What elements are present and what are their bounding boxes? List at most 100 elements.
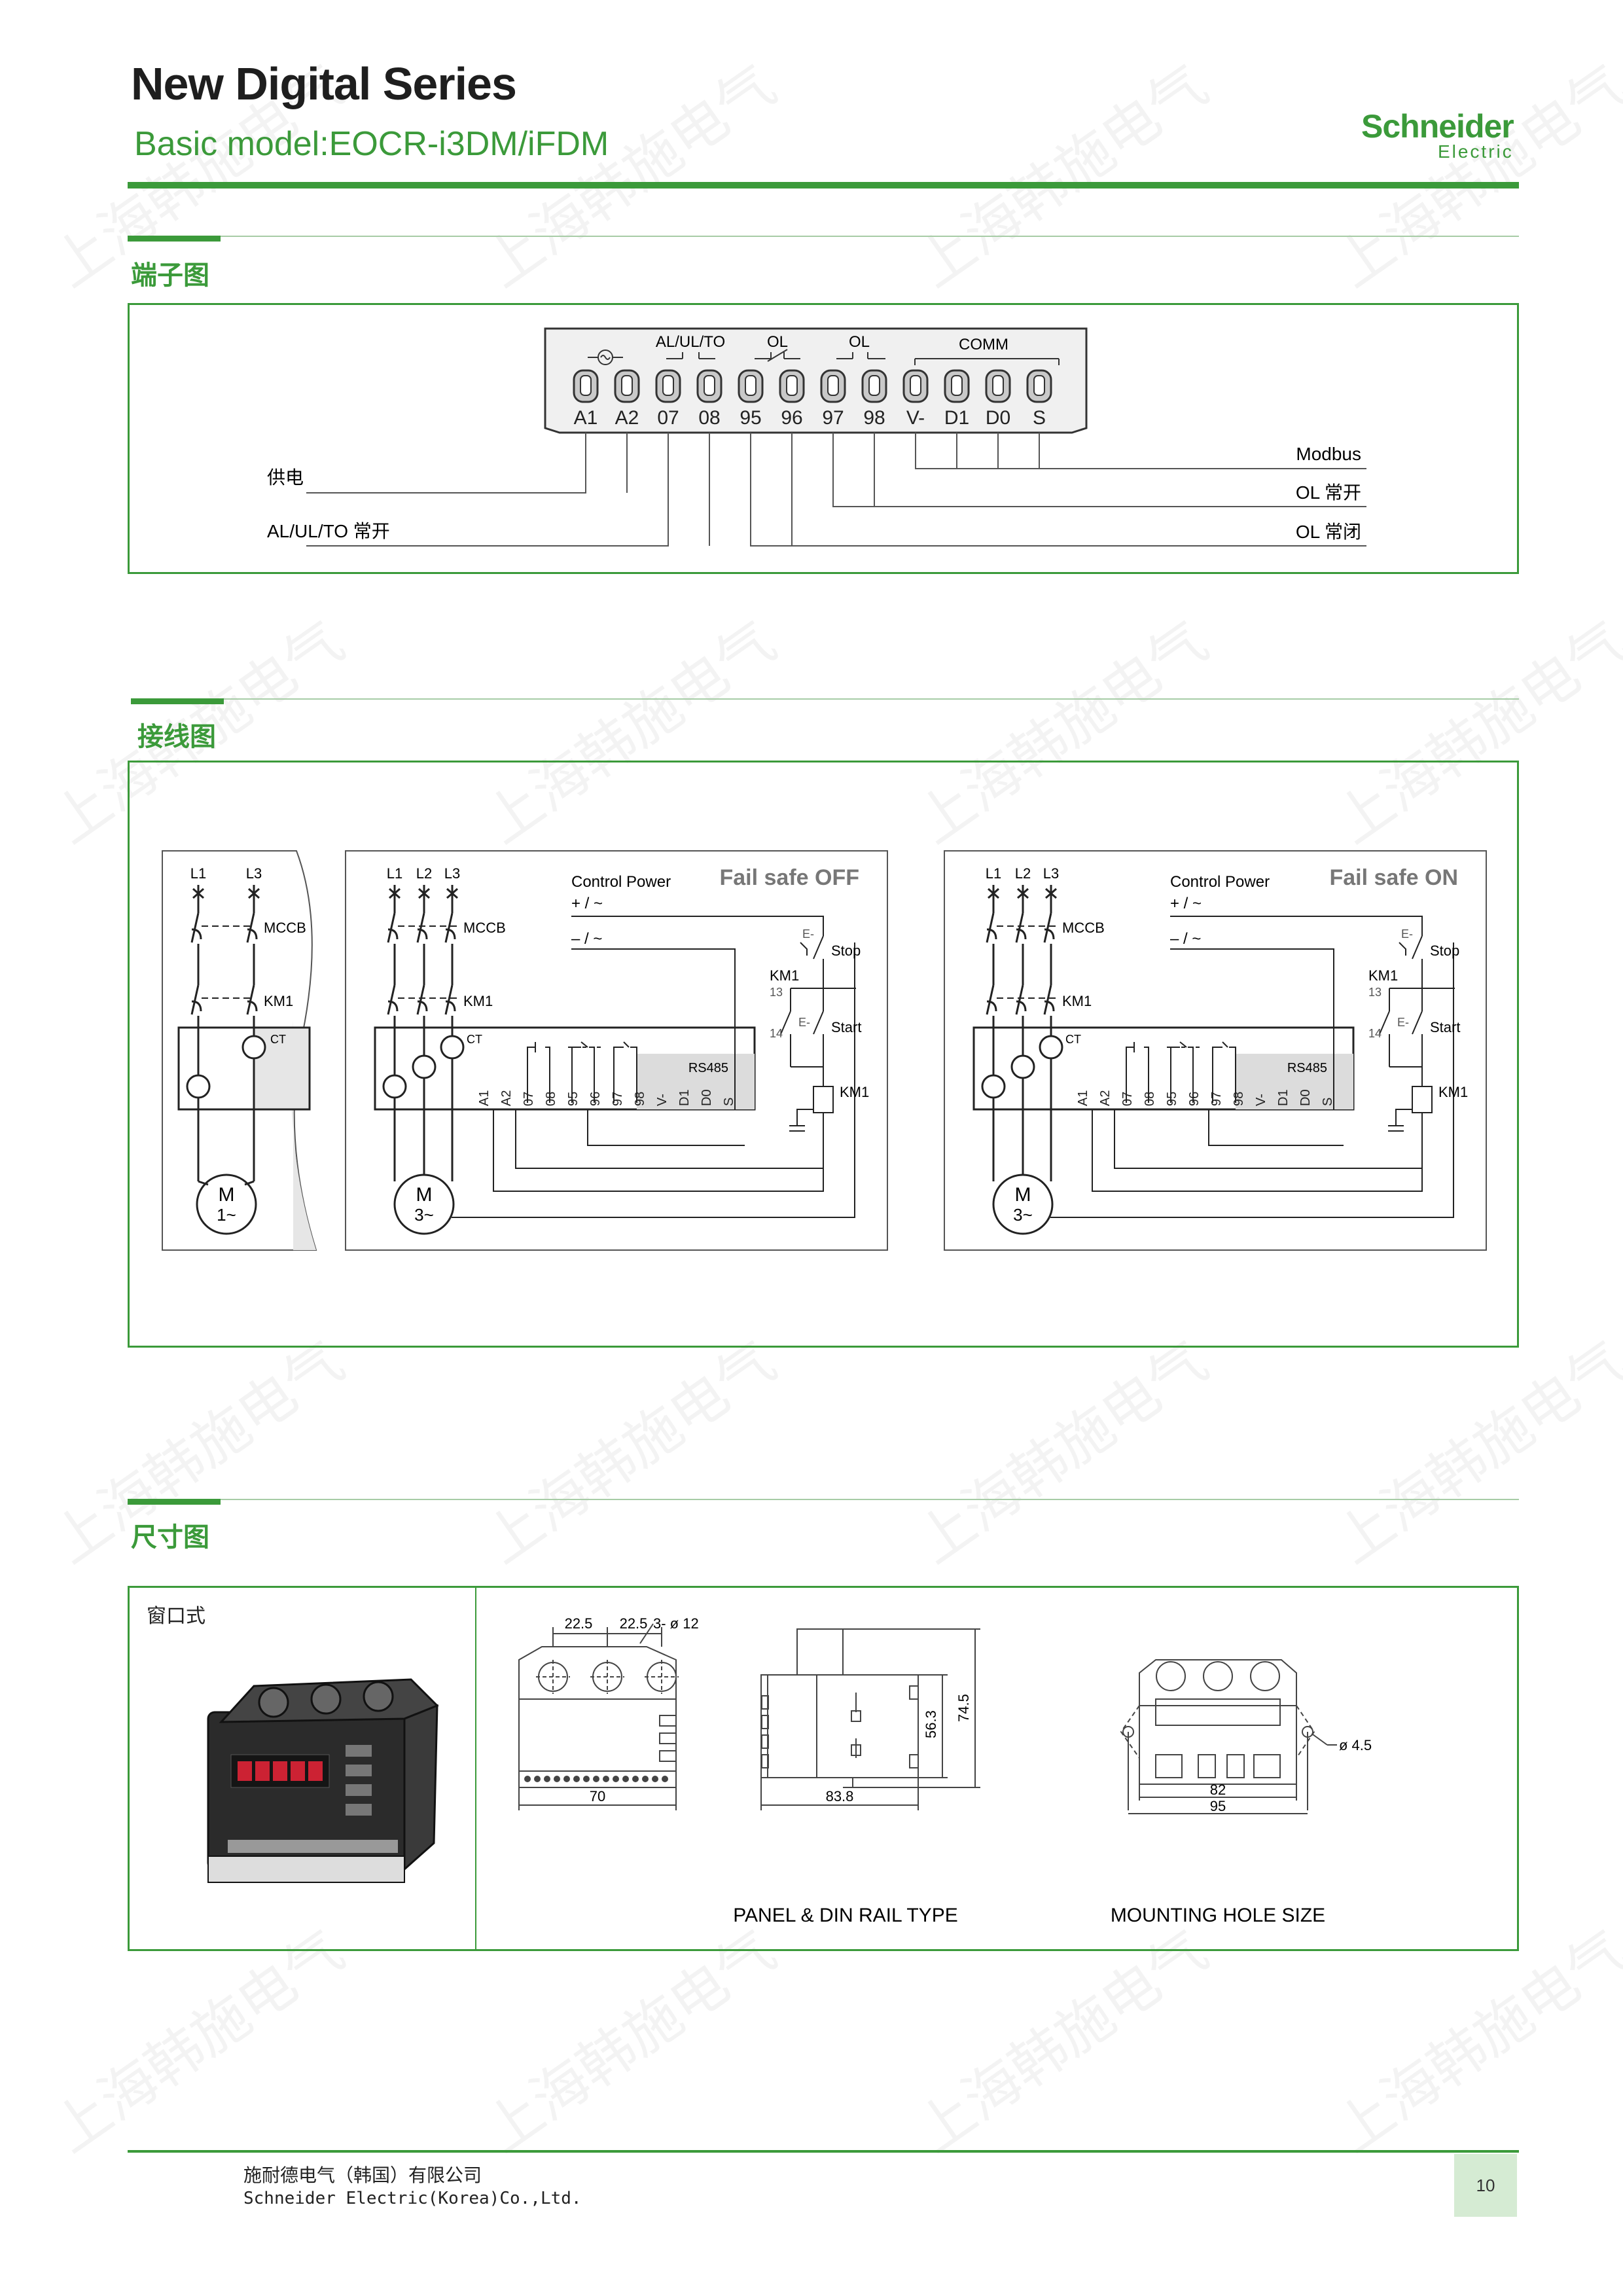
footer-company-cn: 施耐德电气（韩国）有限公司 (243, 2165, 482, 2185)
contactor-label: KM1 (264, 993, 293, 1009)
wiring-fail-safe-on: Fail safe ON Control Power + / ~ – / ~ L… (944, 850, 1487, 1251)
section-divider (128, 236, 1519, 237)
line-label: L3 (1043, 865, 1059, 882)
terminal-label: 98 (863, 407, 885, 429)
brand-logo: Schneider Electric (1361, 110, 1514, 161)
terminal-label: 07 (657, 407, 679, 429)
terminal-label: 08 (1143, 1092, 1157, 1106)
mccb-label: MCCB (463, 920, 506, 936)
terminal-label: S (722, 1098, 736, 1106)
terminal-label: 98 (633, 1092, 647, 1106)
motor-icon (196, 1174, 257, 1235)
terminal-label: 08 (544, 1092, 558, 1106)
dim-95: 95 (1210, 1798, 1226, 1814)
terminal-label: D0 (986, 407, 1010, 429)
terminal-label: 07 (522, 1092, 536, 1106)
group-label-alarm: AL/UL/TO (656, 333, 725, 351)
page-number: 10 (1454, 2154, 1517, 2217)
label-alarm-no: AL/UL/TO 常开 (267, 521, 390, 541)
watermark: 上海韩施电气 (1323, 52, 1623, 300)
terminal-label: A1 (477, 1090, 491, 1106)
terminal-label: 08 (698, 407, 720, 429)
dim-56-3: 56.3 (923, 1710, 939, 1738)
terminal-label: A2 (615, 407, 639, 429)
terminal-label: 97 (1209, 1092, 1224, 1106)
watermark: 上海韩施电气 (1323, 1329, 1623, 1577)
svg-text:E-: E- (1397, 1016, 1409, 1029)
caption-mounting: MOUNTING HOLE SIZE (1111, 1905, 1325, 1926)
product-photo (207, 1678, 439, 1883)
ct-label: CT (467, 1033, 482, 1046)
brand-tagline: Electric (1437, 141, 1514, 162)
stop-label: Stop (1430, 942, 1459, 959)
terminal-label: 95 (1165, 1092, 1179, 1106)
section-divider (131, 698, 1519, 700)
group-label-ol2: OL (849, 333, 870, 351)
rs485-label: RS485 (1287, 1061, 1327, 1075)
mccb-label: MCCB (1062, 920, 1105, 936)
line-label: L3 (444, 865, 460, 882)
svg-text:E-: E- (798, 1016, 810, 1029)
terminal-label: D0 (700, 1089, 714, 1106)
terminal-label: A1 (1076, 1090, 1090, 1106)
control-power-plus: + / ~ (571, 895, 603, 912)
relay-terminal-numbers: A1 A2 07 08 95 96 97 98 V- D1 D0 S (1076, 1089, 1335, 1106)
ct-label: CT (270, 1033, 286, 1046)
km1-coil-label: KM1 (840, 1084, 869, 1100)
terminal-diagram-panel: AL/UL/TO OL OL COMM (128, 303, 1519, 574)
label-modbus: Modbus (1296, 444, 1361, 464)
terminal-label: V- (906, 407, 925, 429)
mccb-label: MCCB (264, 920, 306, 936)
terminal-label: V- (655, 1094, 669, 1106)
group-label-ol1: OL (767, 333, 788, 351)
contactor-label: KM1 (463, 993, 493, 1009)
label-ol-no: OL 常开 (1296, 482, 1361, 503)
line-label: L1 (986, 865, 1001, 882)
terminal-label: A2 (499, 1090, 514, 1106)
wiring-single-phase: L1 L3 MCCB KM1 CT M 1~ (162, 850, 317, 1251)
terminal-label: 96 (781, 407, 802, 429)
footer-company-en: Schneider Electric(Korea)Co.,Ltd. (243, 2189, 582, 2208)
terminal-label: S (1321, 1098, 1335, 1106)
mounting-view (1120, 1659, 1337, 1814)
terminal-row (524, 1776, 668, 1782)
section-accent (128, 1499, 221, 1505)
ct-label: CT (1065, 1033, 1081, 1046)
terminal-label: S (1033, 407, 1046, 429)
control-power-label: Control Power (571, 873, 671, 891)
page-title: New Digital Series (131, 58, 517, 109)
label-power: 供电 (267, 467, 304, 488)
dim-22-5-a: 22.5 (565, 1615, 593, 1632)
motor-phase: 3~ (414, 1205, 434, 1225)
wiring-fail-safe-off: Fail safe OFF Control Power + / ~ – / ~ … (345, 850, 888, 1251)
terminal-label: 07 (1120, 1092, 1135, 1106)
dim-holes: 3- ø 12 (653, 1615, 699, 1632)
section-title-wiring: 接线图 (137, 723, 216, 751)
line-label: L1 (190, 865, 206, 882)
km1-coil-label: KM1 (1438, 1084, 1468, 1100)
terminal-label: A2 (1098, 1090, 1113, 1106)
section-title-dimensions: 尺寸图 (131, 1523, 209, 1552)
wiring-title: Fail safe ON (1329, 865, 1458, 890)
control-power-plus: + / ~ (1170, 895, 1202, 912)
svg-text:E-: E- (1401, 927, 1413, 941)
km1-aux-label: KM1 (770, 967, 799, 984)
motor-icon (393, 1174, 455, 1235)
terminal-label: 95 (740, 407, 761, 429)
contact-14: 14 (1368, 1027, 1382, 1040)
motor-label: M (219, 1184, 235, 1206)
caption-panel-type: PANEL & DIN RAIL TYPE (733, 1905, 957, 1926)
watermark: 上海韩施电气 (904, 52, 1219, 300)
terminal-label: A1 (574, 407, 598, 429)
contact-13: 13 (1368, 986, 1382, 999)
wiring-diagram-panel: L1 L3 MCCB KM1 CT M 1~ (128, 761, 1519, 1348)
terminal-label: D1 (1276, 1089, 1291, 1106)
side-view (760, 1628, 980, 1810)
line-label: L2 (416, 865, 432, 882)
dim-hole-diameter: ø 4.5 (1339, 1737, 1372, 1753)
dim-70: 70 (590, 1788, 605, 1804)
dim-22-5-b: 22.5 (620, 1615, 648, 1632)
contact-14: 14 (770, 1027, 783, 1040)
terminal-label: V- (1254, 1094, 1268, 1106)
terminal-label: D1 (944, 407, 969, 429)
